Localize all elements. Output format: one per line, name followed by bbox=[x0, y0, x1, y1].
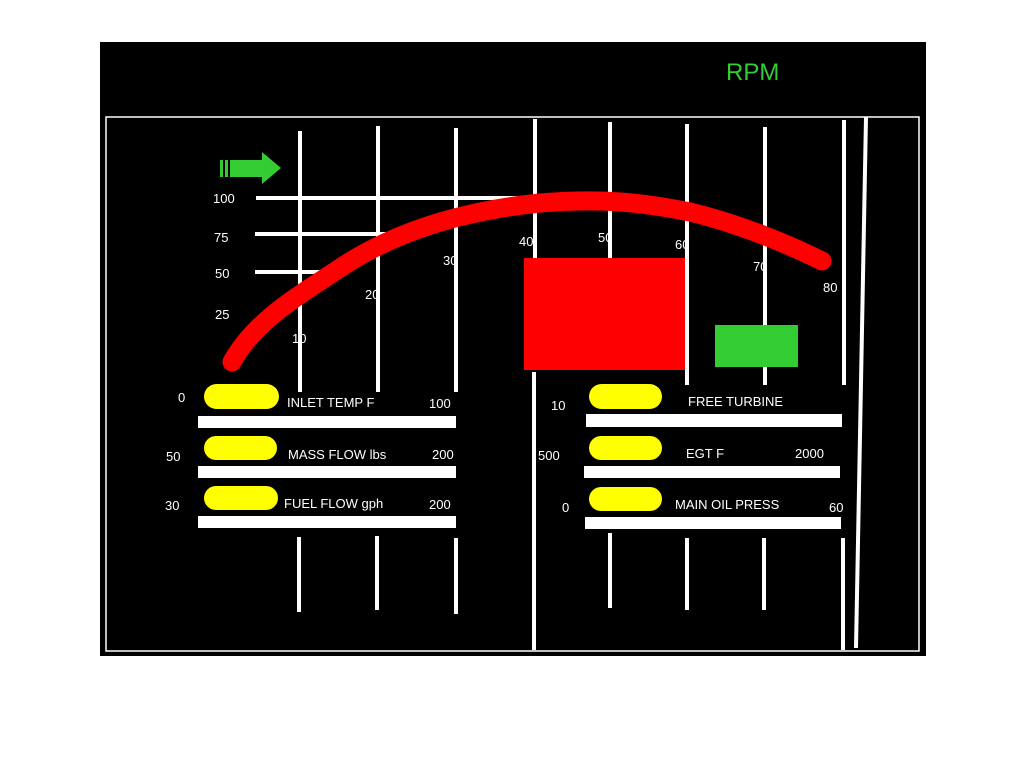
indicator-label: MAIN OIL PRESS bbox=[675, 497, 780, 512]
level-tick-label: 25 bbox=[215, 307, 229, 322]
indicator-pill bbox=[589, 487, 662, 511]
indicator-label: FREE TURBINE bbox=[688, 394, 783, 409]
level-tick-label: 75 bbox=[214, 230, 228, 245]
indicator-label: MASS FLOW lbs bbox=[288, 447, 387, 462]
indicator-max: 2000 bbox=[795, 446, 824, 461]
indicator-min: 0 bbox=[562, 500, 569, 515]
indicator-min: 30 bbox=[165, 498, 179, 513]
level-tick-labels: 100 75 50 25 bbox=[213, 191, 235, 322]
indicator-max: 60 bbox=[829, 500, 843, 515]
rpm-arc bbox=[222, 191, 832, 372]
indicator-label: INLET TEMP F bbox=[287, 395, 374, 410]
indicator-bar bbox=[198, 516, 456, 528]
indicator-pill bbox=[589, 384, 662, 409]
arc-tick-label: 20 bbox=[365, 287, 379, 302]
indicator-max: 200 bbox=[429, 497, 451, 512]
indicator-bar bbox=[198, 466, 456, 478]
indicator-pill bbox=[204, 486, 278, 510]
indicator-pill bbox=[204, 384, 279, 409]
indicator-pill bbox=[204, 436, 277, 460]
arc-tick-label: 30 bbox=[443, 253, 457, 268]
inner-frame bbox=[105, 116, 920, 652]
arc-tick-label: 50 bbox=[598, 230, 612, 245]
indicator-bar bbox=[585, 517, 841, 529]
arc-tick-label: 40 bbox=[519, 234, 533, 249]
indicator-bar bbox=[198, 416, 456, 428]
indicator-min: 50 bbox=[166, 449, 180, 464]
arc-tick-label: 10 bbox=[292, 331, 306, 346]
indicator-label: FUEL FLOW gph bbox=[284, 496, 383, 511]
indicator-pill bbox=[589, 436, 662, 460]
indicator-min: 0 bbox=[178, 390, 185, 405]
arc-tick-label: 60 bbox=[675, 237, 689, 252]
indicator-max: 100 bbox=[429, 396, 451, 411]
rpm-title: RPM bbox=[726, 59, 779, 86]
indicator-min: 10 bbox=[551, 398, 565, 413]
panel-background bbox=[100, 42, 926, 656]
left-indicators: 0 INLET TEMP F 100 50 MASS FLOW lbs 200 … bbox=[165, 384, 456, 528]
arc-tick-labels: 10 20 30 40 50 60 70 80 bbox=[292, 230, 837, 346]
indicator-bar bbox=[584, 466, 840, 478]
green-status-block bbox=[715, 325, 798, 367]
indicator-label: EGT F bbox=[686, 446, 724, 461]
red-warning-block bbox=[524, 258, 685, 370]
slanted-edge-line bbox=[854, 116, 868, 649]
arc-tick-label: 80 bbox=[823, 280, 837, 295]
arc-tick-label: 70 bbox=[753, 259, 767, 274]
level-tick-label: 50 bbox=[215, 266, 229, 281]
indicator-bar bbox=[586, 414, 842, 427]
indicator-max: 200 bbox=[432, 447, 454, 462]
indicator-min: 500 bbox=[538, 448, 560, 463]
level-tick-label: 100 bbox=[213, 191, 235, 206]
right-indicators: 10 FREE TURBINE 500 EGT F 2000 0 MAIN OI… bbox=[538, 384, 843, 529]
green-arrow-icon bbox=[220, 152, 281, 184]
